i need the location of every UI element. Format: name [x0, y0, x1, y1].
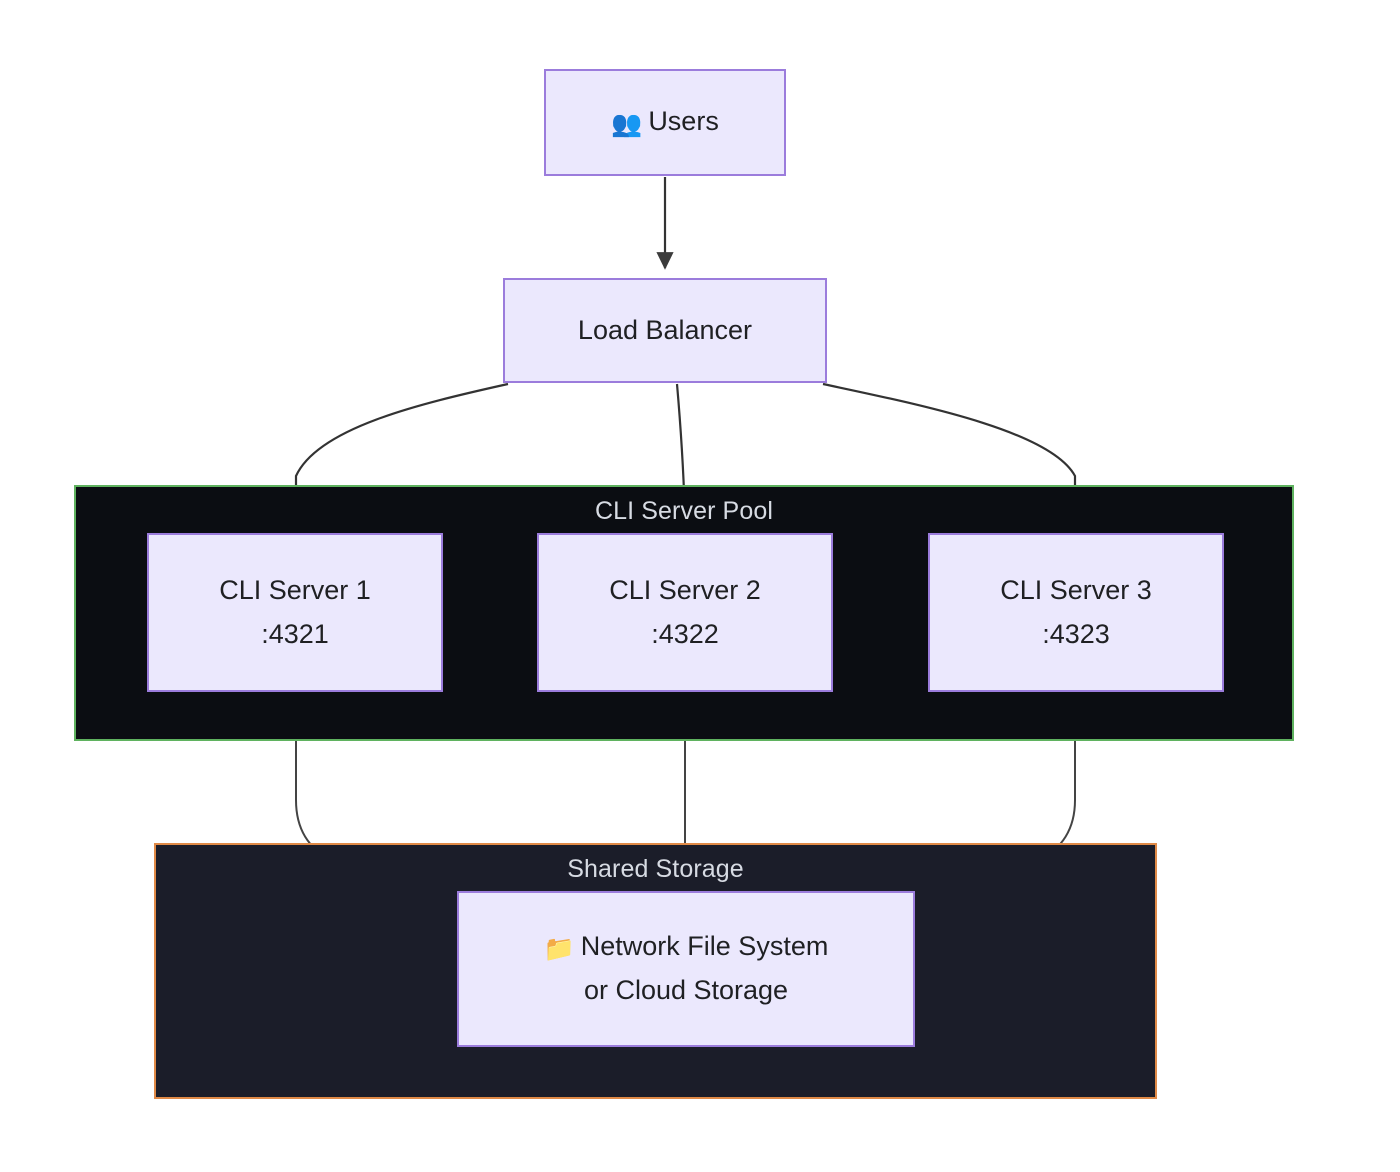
node-cli-server-2[interactable]: CLI Server 2 :4322: [537, 533, 833, 692]
node-load-balancer-label: Load Balancer: [577, 314, 753, 345]
node-cli-server-2-port: :4322: [651, 618, 719, 649]
node-shared-storage-label-2: or Cloud Storage: [583, 975, 789, 1006]
node-cli-server-3[interactable]: CLI Server 3 :4323: [928, 533, 1224, 692]
node-users-line-1: 👥Users: [611, 100, 719, 145]
node-cli-server-1-name: CLI Server 1: [219, 574, 371, 605]
node-cli-server-2-name: CLI Server 2: [609, 574, 761, 605]
node-shared-storage-line-1: 📁Network File System: [544, 925, 829, 970]
cluster-label-cli-server-pool: CLI Server Pool: [595, 497, 773, 525]
node-load-balancer[interactable]: Load Balancer: [503, 278, 827, 383]
node-users[interactable]: 👥Users: [544, 69, 786, 176]
folder-icon: 📁: [543, 934, 575, 963]
node-users-label: Users: [648, 106, 719, 137]
busts-in-silhouette-icon: 👥: [611, 110, 643, 139]
node-cli-server-3-port: :4323: [1042, 618, 1110, 649]
node-shared-storage[interactable]: 📁Network File System or Cloud Storage: [457, 891, 915, 1047]
node-cli-server-3-name: CLI Server 3: [1000, 574, 1152, 605]
node-cli-server-1[interactable]: CLI Server 1 :4321: [147, 533, 443, 692]
cluster-label-shared-storage: Shared Storage: [567, 855, 744, 883]
node-shared-storage-label-1: Network File System: [580, 930, 829, 961]
node-cli-server-1-port: :4321: [261, 618, 329, 649]
